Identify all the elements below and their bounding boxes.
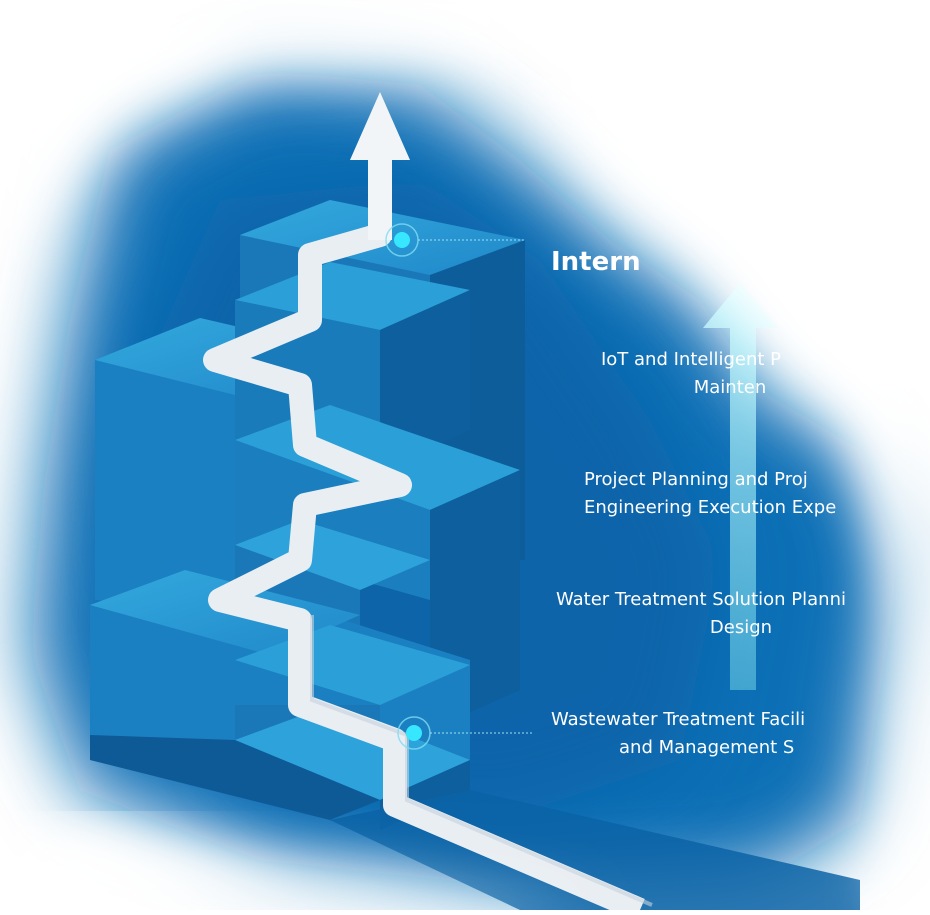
milestone-line: IoT and Intelligent P [600, 349, 782, 370]
milestone-label-iot: IoT and Intelligent P Mainten [561, 346, 821, 402]
milestone-line: Mainten [693, 377, 767, 398]
milestone-label-project: Project Planning and Proj Engineering Ex… [584, 466, 884, 522]
milestone-line: Design [709, 617, 773, 638]
milestone-line: and Management S [619, 737, 795, 758]
milestone-label-wastewater: Wastewater Treatment Facili and Manageme… [551, 706, 851, 762]
progress-path [203, 140, 645, 915]
milestone-line: Water Treatment Solution Planni [556, 589, 846, 610]
milestone-line: Project Planning and Proj [584, 469, 808, 490]
milestone-line: Wastewater Treatment Facili [551, 709, 806, 730]
milestone-marker-icon [397, 716, 532, 750]
milestone-line: Engineering Execution Expe [584, 497, 837, 518]
page-title: Intern [551, 247, 641, 277]
milestone-label-water: Water Treatment Solution Planni Design [556, 586, 886, 642]
